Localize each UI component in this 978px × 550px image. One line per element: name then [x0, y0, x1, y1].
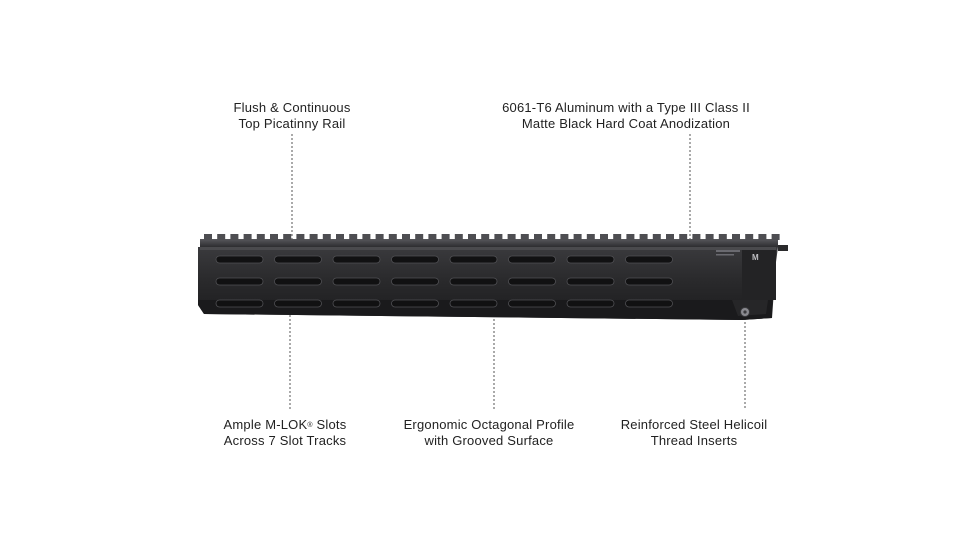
- rail-tooth: [705, 234, 714, 240]
- rail-tooth: [745, 234, 754, 240]
- rail-tooth: [692, 234, 701, 240]
- rail-tooth: [732, 234, 740, 240]
- rail-tooth: [415, 234, 424, 240]
- mlok-slot: [332, 277, 381, 286]
- mlok-slot: [449, 277, 498, 286]
- mlok-slot: [625, 277, 673, 286]
- rail-tooth: [362, 234, 371, 240]
- mlok-slot: [566, 277, 615, 286]
- rail-tooth: [336, 234, 344, 240]
- rail-tooth: [679, 234, 688, 240]
- mlok-slot: [274, 299, 322, 308]
- mlok-slot: [391, 277, 439, 286]
- rail-tooth: [507, 234, 516, 240]
- rail-tooth: [771, 234, 780, 240]
- rail-tooth: [718, 234, 727, 240]
- rail-tooth: [547, 234, 556, 240]
- rail-tooth: [283, 234, 292, 240]
- mlok-slot: [332, 255, 381, 264]
- callout-aluminum-line2: Matte Black Hard Coat Anodization: [521, 116, 731, 131]
- mlok-slot: [508, 277, 556, 286]
- callout-mlok-line1-post: Slots: [312, 417, 347, 432]
- rail-tooth: [388, 234, 397, 240]
- marking-text: [716, 250, 740, 252]
- barrel-nut-tab: [778, 245, 788, 251]
- callout-helicoil-line1: Reinforced Steel Helicoil: [620, 417, 768, 432]
- rail-tooth: [441, 234, 450, 240]
- callout-aluminum: 6061-T6 Aluminum with a Type III Class I…: [476, 100, 776, 132]
- mlok-slot: [274, 277, 322, 286]
- rail-tooth: [534, 234, 542, 240]
- rail-tooth: [481, 234, 490, 240]
- callout-mlok-line2: Across 7 Slot Tracks: [223, 433, 347, 448]
- rail-tooth: [243, 234, 252, 240]
- rail-tooth: [270, 234, 278, 240]
- rail-tooth: [666, 234, 674, 240]
- helicoil-insert: [732, 300, 768, 317]
- mlok-slot: [332, 299, 381, 308]
- rail-tooth: [560, 234, 569, 240]
- mlok-slots: [215, 255, 673, 308]
- callout-mlok-line1: Ample M-LOK® Slots: [185, 417, 385, 433]
- callout-profile-line1: Ergonomic Octagonal Profile: [403, 417, 575, 432]
- mlok-slot: [215, 299, 264, 308]
- callout-helicoil-line2: Thread Inserts: [650, 433, 738, 448]
- picatinny-rail-teeth: [204, 234, 780, 240]
- rear-cap: [742, 250, 776, 300]
- mlok-slot: [508, 255, 556, 264]
- rail-tooth: [256, 234, 265, 240]
- rail-tooth: [402, 234, 410, 240]
- rail-tooth: [639, 234, 648, 240]
- rail-tooth: [322, 234, 331, 240]
- rail-tooth: [375, 234, 384, 240]
- rail-tooth: [217, 234, 226, 240]
- rail-tooth: [349, 234, 358, 240]
- rail-tooth: [468, 234, 476, 240]
- mlok-slot: [391, 255, 439, 264]
- callout-octagonal-profile: Ergonomic Octagonal Profile with Grooved…: [389, 417, 589, 449]
- callout-aluminum-line1: 6061-T6 Aluminum with a Type III Class I…: [502, 100, 750, 115]
- registered-mark: ®: [307, 422, 313, 429]
- brand-logo: M: [752, 253, 759, 262]
- callout-mlok-slots: Ample M-LOK® Slots Across 7 Slot Tracks: [185, 417, 385, 449]
- mlok-slot: [625, 299, 673, 308]
- picatinny-rail-base: [200, 239, 778, 247]
- mlok-slot: [449, 299, 498, 308]
- mlok-slot: [566, 255, 615, 264]
- rail-tooth: [626, 234, 635, 240]
- rail-tooth: [586, 234, 595, 240]
- mlok-slot: [508, 299, 556, 308]
- rail-tooth: [204, 234, 212, 240]
- top-flat-highlight: [200, 247, 776, 250]
- rail-tooth: [454, 234, 463, 240]
- handguard-body: M: [198, 234, 788, 320]
- mlok-slot: [274, 255, 322, 264]
- callout-top-rail-line1: Flush & Continuous: [233, 100, 351, 115]
- rail-tooth: [613, 234, 622, 240]
- mlok-slot: [215, 255, 264, 264]
- rail-tooth: [230, 234, 239, 240]
- mlok-slot: [391, 299, 439, 308]
- callout-profile-line2: with Grooved Surface: [424, 433, 554, 448]
- mlok-slot: [625, 255, 673, 264]
- marking-text-2: [716, 254, 734, 256]
- rail-tooth: [573, 234, 582, 240]
- callout-mlok-line1-pre: Ample M-LOK: [223, 417, 308, 432]
- mlok-slot: [449, 255, 498, 264]
- mlok-slot: [566, 299, 615, 308]
- callout-helicoil-inserts: Reinforced Steel Helicoil Thread Inserts: [594, 417, 794, 449]
- rail-tooth: [600, 234, 608, 240]
- callout-top-rail-line2: Top Picatinny Rail: [238, 116, 346, 131]
- rail-tooth: [309, 234, 318, 240]
- rail-tooth: [758, 234, 767, 240]
- rail-tooth: [428, 234, 437, 240]
- mlok-slot: [215, 277, 264, 286]
- rail-tooth: [520, 234, 529, 240]
- callout-top-rail: Flush & Continuous Top Picatinny Rail: [192, 100, 392, 132]
- rail-tooth: [296, 234, 305, 240]
- rail-tooth: [652, 234, 661, 240]
- rail-tooth: [494, 234, 503, 240]
